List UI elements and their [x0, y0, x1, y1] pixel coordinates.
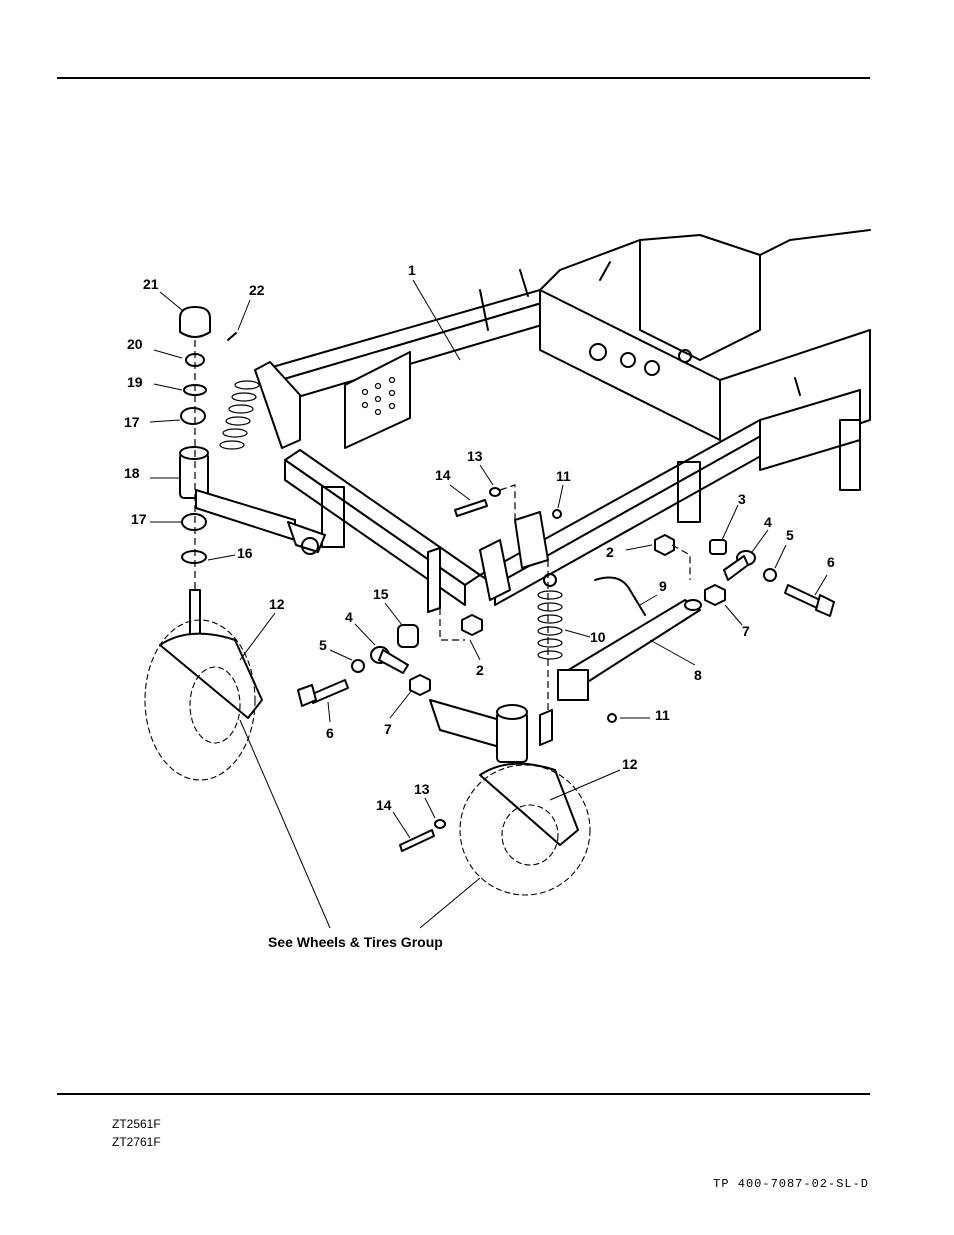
callout-14a: 14 [435, 467, 451, 483]
callout-4b: 4 [345, 609, 353, 625]
callout-7b: 7 [384, 721, 392, 737]
callout-13b: 13 [414, 781, 430, 797]
callout-2a: 2 [606, 544, 614, 560]
callout-12b: 12 [622, 756, 638, 772]
callout-7a: 7 [742, 623, 750, 639]
callout-6b: 6 [326, 725, 334, 741]
left-caster-assembly [144, 306, 296, 781]
center-shock [537, 573, 563, 660]
callout-6a: 6 [827, 554, 835, 570]
leader-lines [149, 279, 828, 929]
top-rule [57, 77, 870, 79]
model-number-1: ZT2561F [112, 1117, 161, 1131]
document-id: TP 400-7087-02-SL-D [713, 1177, 869, 1191]
callout-13a: 13 [467, 448, 483, 464]
callout-labels: 1 2 2 3 4 4 5 5 6 6 7 7 8 9 10 11 11 12 … [124, 262, 835, 950]
callout-16: 16 [237, 545, 253, 561]
callout-15: 15 [373, 586, 389, 602]
callout-9: 9 [659, 578, 667, 594]
callout-12a: 12 [269, 596, 285, 612]
callout-20: 20 [127, 336, 143, 352]
callout-5a: 5 [786, 527, 794, 543]
callout-8: 8 [694, 667, 702, 683]
callout-17a: 17 [124, 414, 140, 430]
callout-11b: 11 [655, 707, 670, 723]
callout-18: 18 [124, 465, 140, 481]
callout-2b: 2 [476, 662, 484, 678]
callout-3: 3 [738, 491, 746, 507]
callout-17b: 17 [131, 511, 147, 527]
callout-14b: 14 [376, 797, 392, 813]
left-shock [219, 361, 326, 555]
bottom-rule [57, 1093, 870, 1095]
callout-5b: 5 [319, 637, 327, 653]
right-caster-assembly [429, 560, 702, 896]
model-number-2: ZT2761F [112, 1135, 161, 1149]
main-frame [261, 229, 871, 613]
callout-4a: 4 [764, 514, 772, 530]
callout-1: 1 [408, 262, 416, 278]
callout-21: 21 [143, 276, 159, 292]
callout-11a: 11 [556, 468, 571, 484]
see-wheels-tires-note: See Wheels & Tires Group [268, 934, 443, 950]
callout-22: 22 [249, 282, 265, 298]
callout-19: 19 [127, 374, 143, 390]
hardware [297, 484, 835, 852]
callout-10: 10 [590, 629, 606, 645]
